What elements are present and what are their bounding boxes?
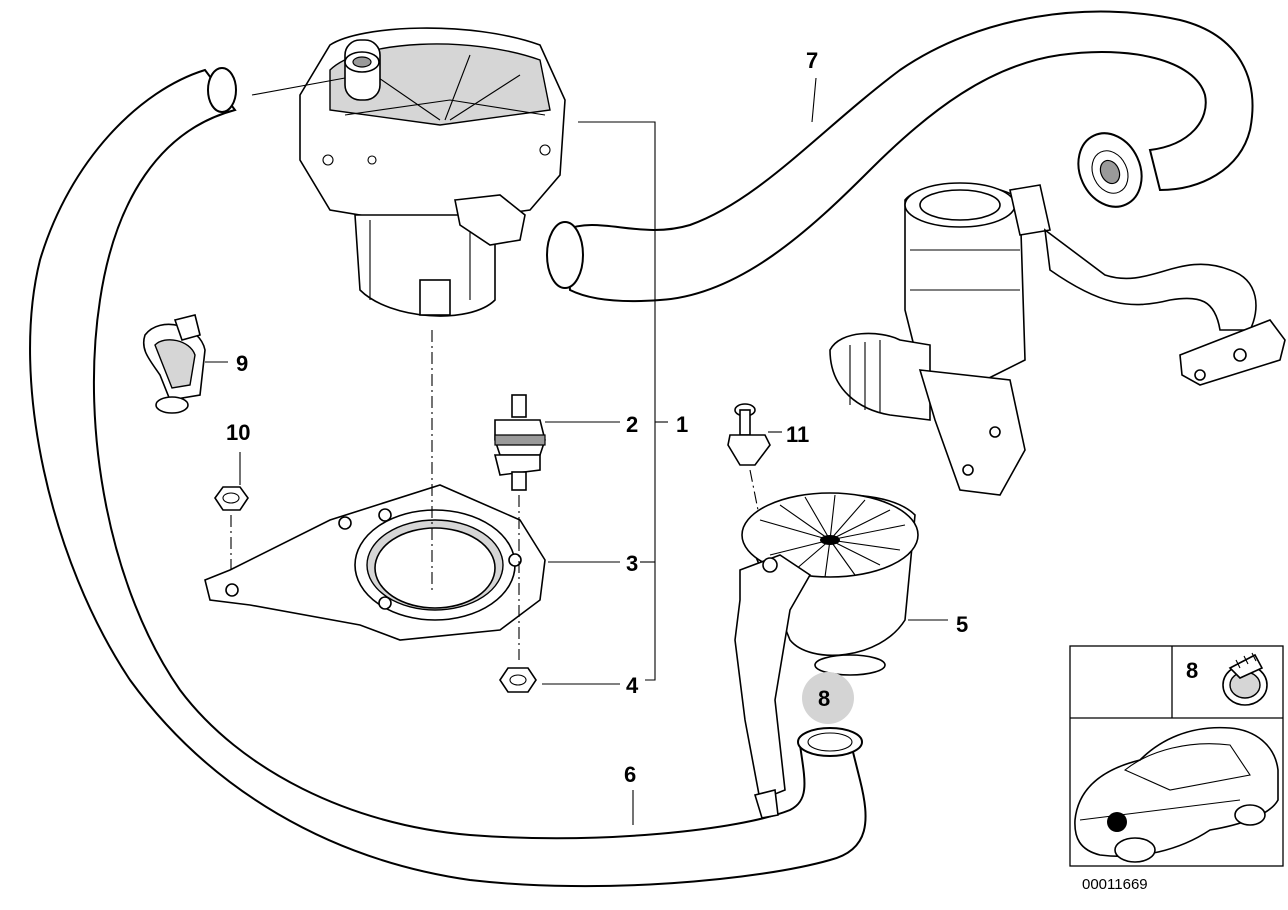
air-pump — [299, 27, 566, 317]
callout-10: 10 — [226, 420, 250, 445]
callout-1: 1 — [676, 412, 688, 437]
filter-5 — [734, 492, 919, 819]
callout-5: 5 — [956, 612, 968, 637]
nut-4 — [499, 667, 537, 693]
callout-9: 9 — [236, 351, 248, 376]
callout-3: 3 — [626, 551, 638, 576]
hose-6 — [29, 67, 867, 888]
leader-lines — [205, 77, 948, 825]
clamp-9 — [142, 314, 206, 414]
bracket-3 — [204, 484, 546, 641]
inset-box: 8 — [1069, 645, 1284, 867]
check-valve — [829, 182, 1286, 496]
plug-11 — [727, 403, 771, 571]
callout-4: 4 — [626, 673, 639, 698]
inset-callout-8: 8 — [1186, 658, 1198, 683]
diagram-id: 00011669 — [1082, 876, 1148, 893]
callout-6: 6 — [624, 762, 636, 787]
callout-8-circle-label: 8 — [818, 686, 830, 711]
rubber-mount-2 — [493, 394, 546, 660]
car-location-icon — [1074, 726, 1279, 863]
hose-clamp-icon — [1222, 652, 1268, 706]
hose-7 — [546, 10, 1254, 303]
callout-7: 7 — [806, 48, 818, 73]
callout-11: 11 — [786, 422, 809, 447]
callout-8-circle: 8 — [802, 672, 854, 724]
nut-10 — [214, 486, 249, 575]
callout-2: 2 — [626, 412, 638, 437]
